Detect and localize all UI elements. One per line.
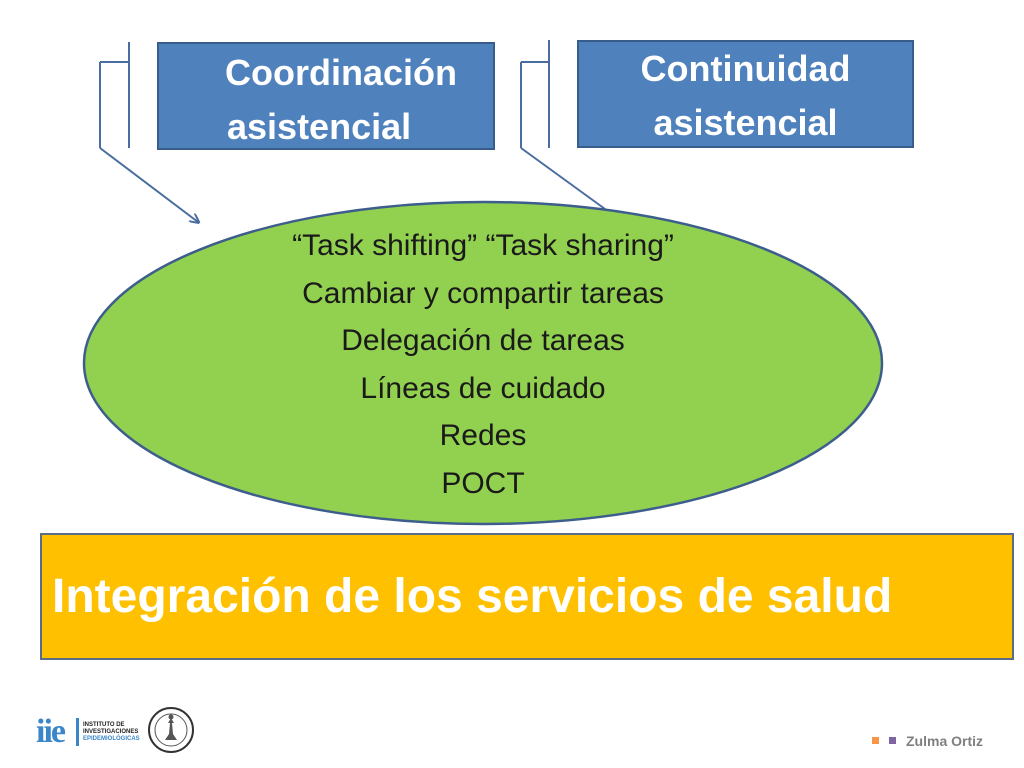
green-ellipse <box>82 200 884 526</box>
iie-logo-mark: iie <box>36 713 66 750</box>
ellipse-line-poct: POCT <box>441 466 525 500</box>
banner-title: Integración de los servicios de salud <box>52 570 893 623</box>
ellipse-line-lineas: Líneas de cuidado <box>360 371 606 405</box>
continuidad-asistencial-box: Continuidad asistencial <box>577 40 914 148</box>
coordinacion-line1: Coordinación <box>225 52 457 93</box>
academy-seal-icon <box>148 707 194 753</box>
ellipse-line-cambiar: Cambiar y compartir tareas <box>302 276 664 310</box>
iie-logo-text-3: EPIDEMIOLÓGICAS <box>83 736 140 742</box>
coordinacion-line2: asistencial <box>227 106 412 147</box>
orange-square-icon <box>872 737 879 744</box>
author-name: Zulma Ortiz <box>906 733 984 749</box>
iie-logo-text-1: INSTITUTO DE <box>83 722 125 728</box>
left-arrow <box>99 147 198 222</box>
continuidad-line2: asistencial <box>653 102 838 143</box>
coordinacion-asistencial-box: Coordinación asistencial <box>157 42 495 150</box>
ellipse-text-block: “Task shifting” “Task sharing” Cambiar y… <box>183 222 783 507</box>
iie-logo: iie INSTITUTO DE INVESTIGACIONES EPIDEMI… <box>36 713 140 750</box>
ellipse-line-redes: Redes <box>439 419 527 452</box>
purple-square-icon <box>889 737 896 744</box>
continuidad-line1: Continuidad <box>640 48 851 89</box>
ellipse-line-task-shifting: “Task shifting” “Task sharing” <box>292 229 674 262</box>
right-connector-line <box>520 147 606 210</box>
integration-banner: Integración de los servicios de salud <box>40 533 1014 660</box>
iie-logo-text-2: INVESTIGACIONES <box>83 729 139 735</box>
ellipse-line-delegacion: Delegación de tareas <box>341 324 625 357</box>
iie-logo-bar <box>76 718 79 746</box>
